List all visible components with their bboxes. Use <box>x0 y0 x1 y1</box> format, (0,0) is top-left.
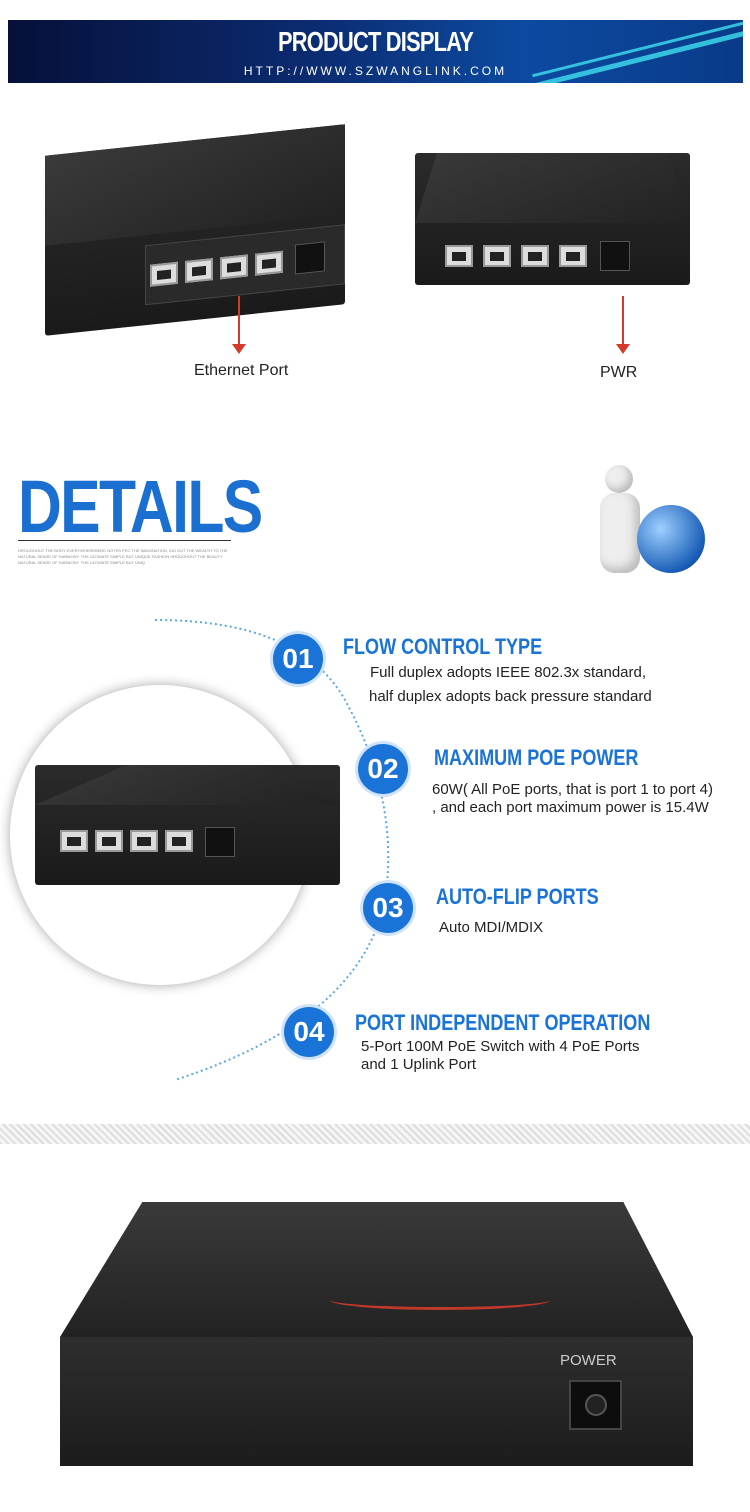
caption-pwr: PWR <box>600 364 638 381</box>
details-heading: DETAILS <box>18 465 263 548</box>
feature-desc-line1: 5-Port 100M PoE Switch with 4 PoE Ports <box>361 1038 640 1055</box>
feature-desc-line2: , and each port maximum power is 15.4W <box>432 799 709 816</box>
feature-desc-line1: Full duplex adopts IEEE 802.3x standard, <box>370 664 647 681</box>
product-image-front-left <box>45 124 345 336</box>
dotted-arc <box>154 619 390 1081</box>
product-display-banner: PRODUCT DISPLAY HTTP://WWW.SZWANGLINK.CO… <box>8 20 743 83</box>
power-label: POWER <box>560 1352 617 1369</box>
feature-title-flow-control: FLOW CONTROL TYPE <box>343 634 543 659</box>
feature-number-02: 02 <box>358 744 408 794</box>
striped-divider <box>0 1124 750 1144</box>
product-image-front-right <box>415 153 690 285</box>
feature-desc-line2: half duplex adopts back pressure standar… <box>369 688 652 705</box>
feature-title-max-poe: MAXIMUM POE POWER <box>434 745 639 770</box>
details-fine-print: HROUGHOUT THE BODY EVERYWHEREBEDD NOTES … <box>18 548 228 565</box>
feature-title-auto-flip: AUTO-FLIP PORTS <box>436 884 599 909</box>
banner-url: HTTP://WWW.SZWANGLINK.COM <box>243 64 508 78</box>
feature-desc-line1: 60W( All PoE ports, that is port 1 to po… <box>432 781 713 798</box>
power-jack <box>569 1380 622 1430</box>
feature-desc-line2: and 1 Uplink Port <box>361 1056 477 1073</box>
man-with-globe-image <box>575 465 710 585</box>
caption-ethernet-port: Ethernet Port <box>194 362 289 379</box>
feature-number-03: 03 <box>363 883 413 933</box>
feature-title-port-independent: PORT INDEPENDENT OPERATION <box>355 1010 651 1035</box>
feature-desc-line1: Auto MDI/MDIX <box>439 919 544 936</box>
product-image-rear: POWER <box>60 1202 693 1466</box>
feature-number-04: 04 <box>284 1007 334 1057</box>
feature-number-01: 01 <box>273 634 323 684</box>
product-circle-image <box>10 685 340 985</box>
divider <box>18 540 231 541</box>
banner-title: PRODUCT DISPLAY <box>277 26 474 57</box>
